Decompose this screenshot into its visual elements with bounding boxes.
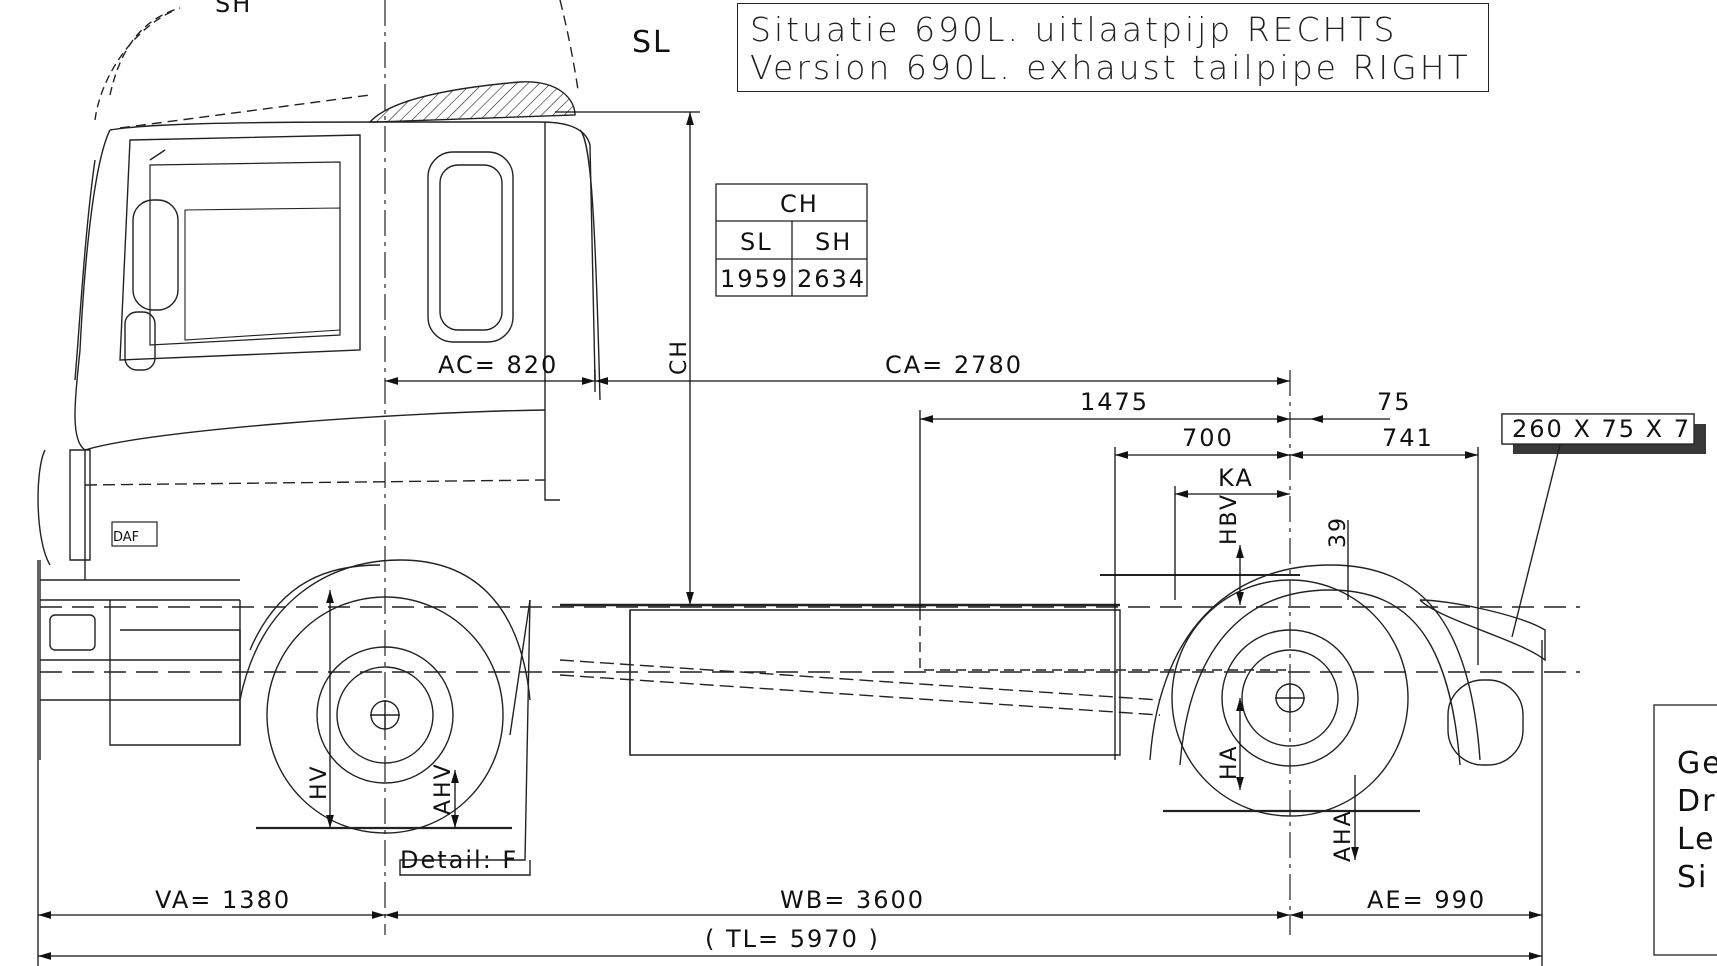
label-hbv: HBV (1217, 493, 1242, 545)
detail-label: Detail: F (400, 846, 518, 874)
dim-va: VA= 1380 (155, 886, 291, 914)
label-ahv: AHV (431, 762, 456, 815)
info-line-4: Si (1677, 860, 1708, 895)
dim-ca: CA= 2780 (885, 351, 1023, 379)
label-hv: HV (307, 764, 332, 800)
ch-table-val2: 2634 (797, 265, 866, 293)
daf-logo: DAF (113, 530, 139, 545)
label-39: 39 (1326, 516, 1351, 548)
title-line-english: Version 690L. exhaust tailpipe RIGHT (750, 48, 1471, 87)
ch-table (715, 183, 868, 297)
dim-1475: 1475 (1080, 388, 1149, 416)
dim-ae: AE= 990 (1367, 886, 1486, 914)
info-line-3: Le (1677, 822, 1716, 857)
section-label: 260 X 75 X 7 (1512, 415, 1691, 443)
label-sl: SL (632, 25, 672, 60)
dim-ac: AC= 820 (438, 351, 558, 379)
dim-wb: WB= 3600 (780, 886, 925, 914)
ch-table-val1: 1959 (720, 265, 789, 293)
title-line-dutch: Situatie 690L. uitlaatpijp RECHTS (750, 10, 1398, 49)
ch-table-header: CH (780, 190, 819, 218)
info-line-2: Dr (1677, 784, 1716, 819)
info-box (1653, 704, 1717, 956)
label-ha: HA (1217, 744, 1242, 780)
label-aha: AHA (1331, 809, 1356, 862)
ch-table-col1: SL (740, 228, 773, 256)
info-line-1: Ge (1677, 746, 1717, 781)
ch-table-col2: SH (815, 228, 852, 256)
dim-tl: ( TL= 5970 ) (705, 925, 880, 953)
label-sh-top: SH (215, 0, 252, 18)
label-ch-vertical: CH (667, 339, 692, 375)
dim-700: 700 (1182, 424, 1234, 452)
title-box: Situatie 690L. uitlaatpijp RECHTS Versio… (737, 3, 1489, 92)
dim-ka: KA (1218, 464, 1254, 492)
dim-75: 75 (1377, 388, 1412, 416)
dim-741: 741 (1382, 424, 1434, 452)
